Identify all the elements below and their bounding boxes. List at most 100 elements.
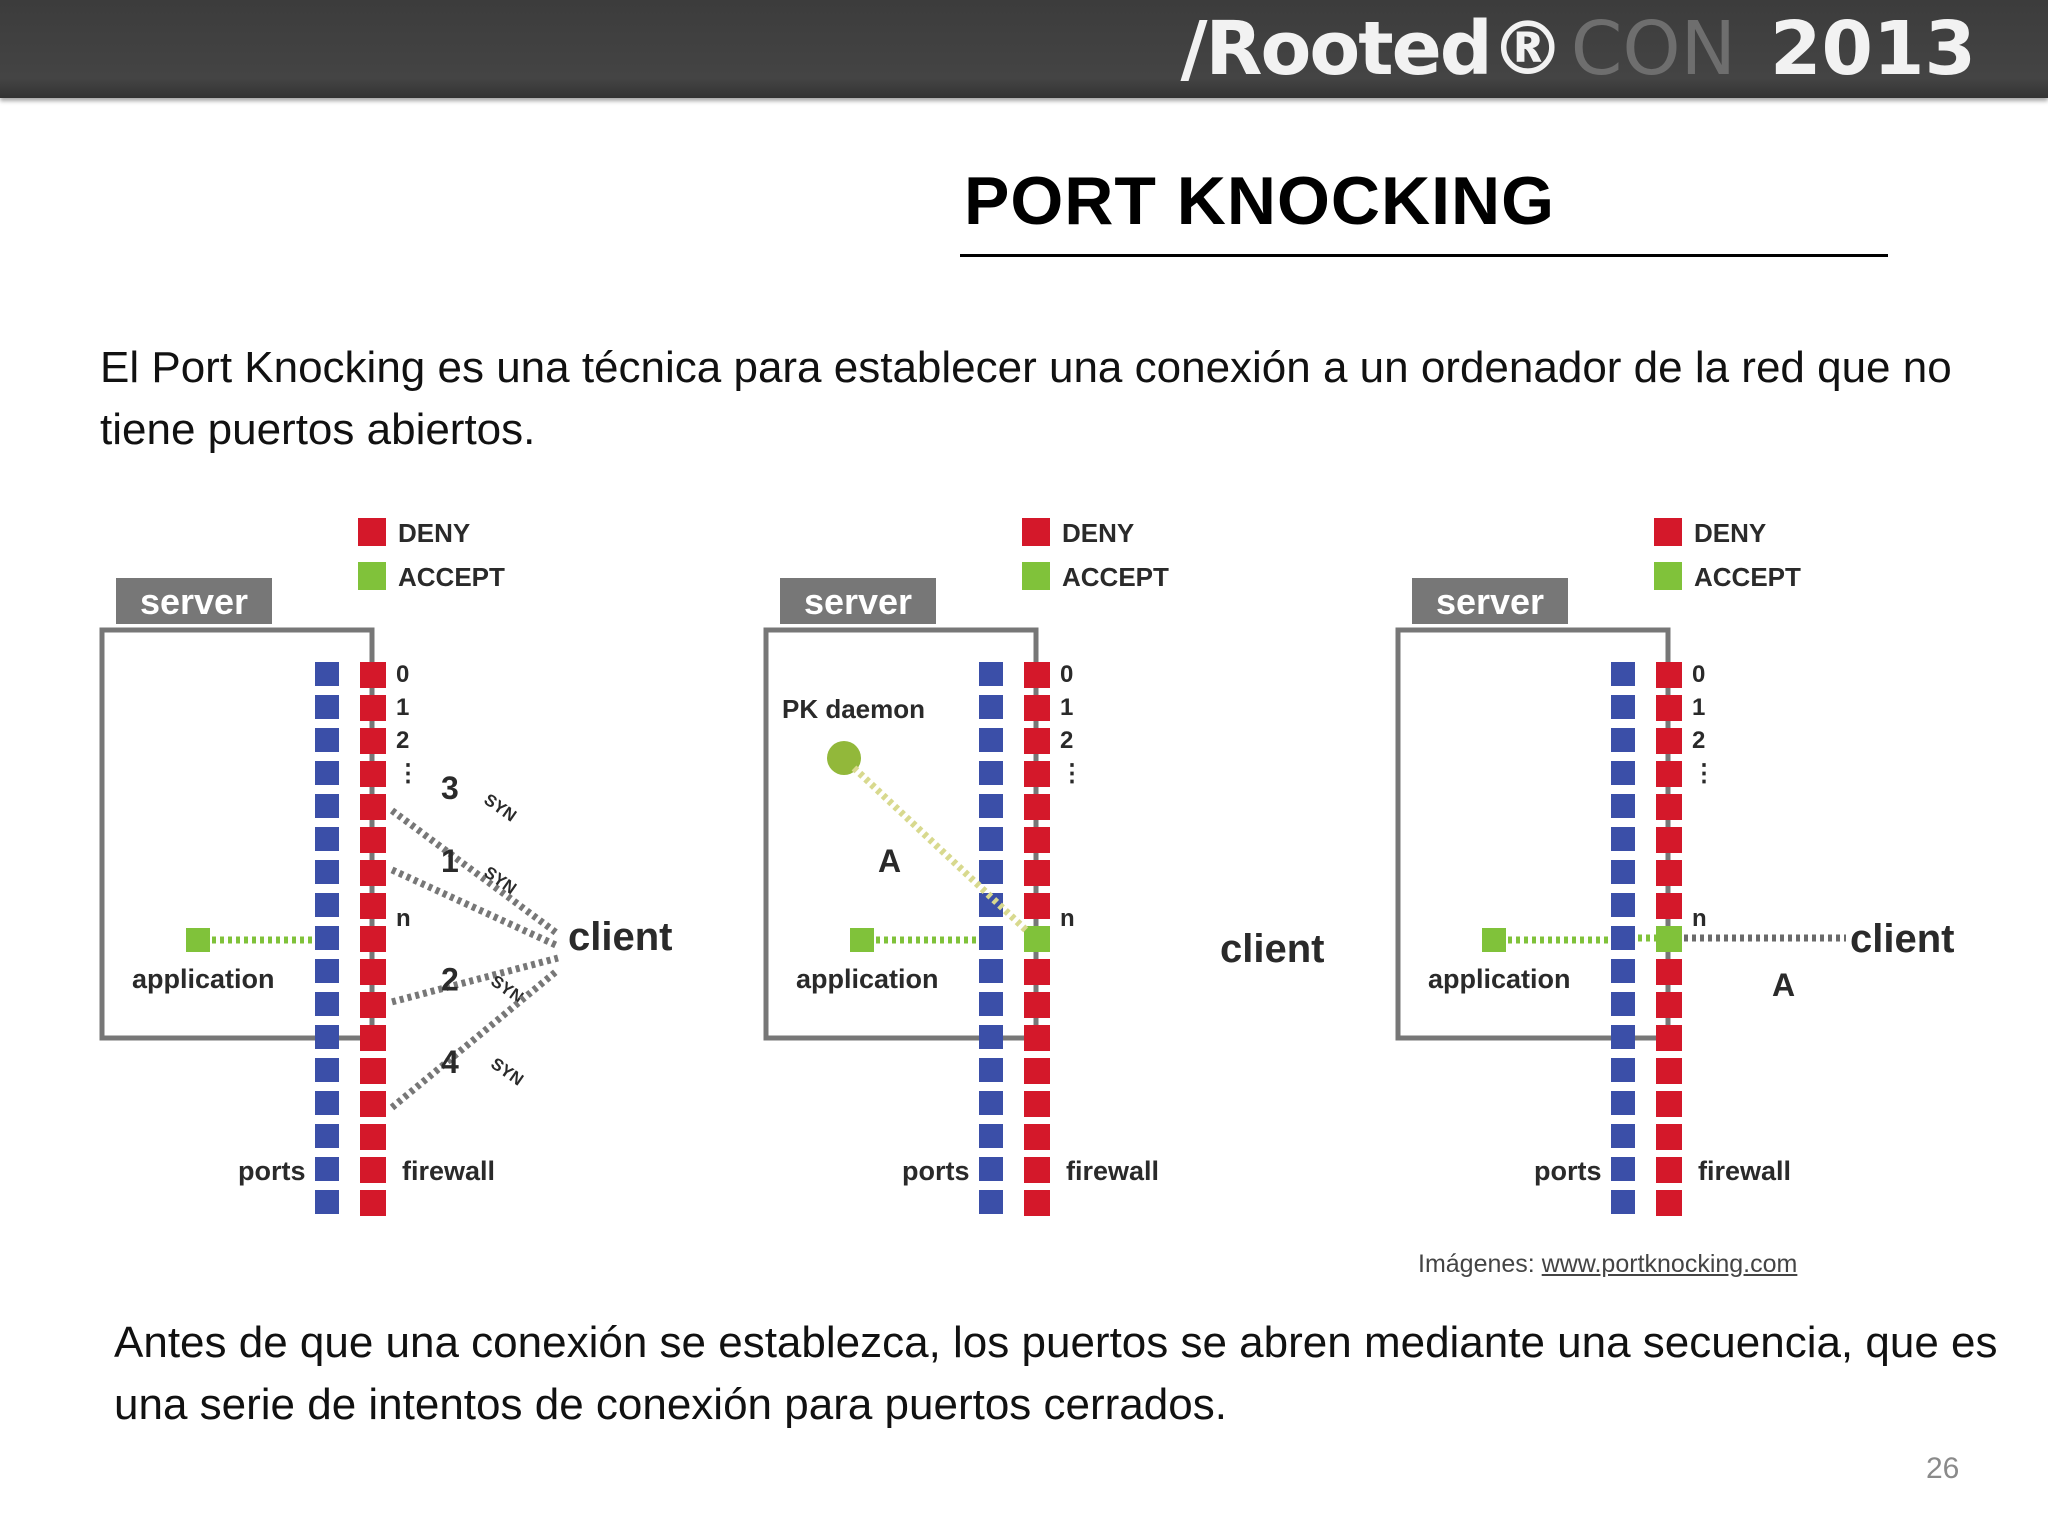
page-number: 26 <box>1926 1452 1960 1485</box>
port-number-0: 0 <box>396 661 409 688</box>
port-square <box>979 761 1003 785</box>
firewall-square <box>1024 860 1050 886</box>
firewall-square <box>1656 761 1682 787</box>
firewall-square <box>1024 827 1050 853</box>
firewall-square <box>1656 1190 1682 1216</box>
port-square <box>979 1058 1003 1082</box>
firewall-square <box>1024 1124 1050 1150</box>
port-square <box>315 959 339 983</box>
port-square <box>979 1157 1003 1181</box>
legend-accept-swatch <box>358 562 386 590</box>
path-a-label: A <box>878 843 901 879</box>
client-label: client <box>1850 917 1954 961</box>
firewall-square <box>360 1091 386 1117</box>
legend-deny-swatch <box>358 518 386 546</box>
port-square <box>315 827 339 851</box>
legend-accept-label: ACCEPT <box>1062 562 1169 592</box>
firewall-square <box>1024 1091 1050 1117</box>
knock-path-3 <box>389 807 561 937</box>
firewall-square <box>360 1124 386 1150</box>
port-number-n: n <box>396 905 411 932</box>
port-square <box>979 827 1003 851</box>
image-credit: Imágenes: www.portknocking.com <box>1418 1250 1797 1279</box>
firewall-square <box>360 959 386 985</box>
server-label: server <box>1436 581 1544 622</box>
port-square <box>979 662 1003 686</box>
legend-accept-swatch <box>1654 562 1682 590</box>
credit-link[interactable]: www.portknocking.com <box>1541 1250 1798 1278</box>
firewall-square <box>360 860 386 886</box>
client-label: client <box>568 915 672 959</box>
port-square <box>979 794 1003 818</box>
knock-number-1: 1 <box>441 843 459 879</box>
port-square <box>315 893 339 917</box>
port-square <box>315 1058 339 1082</box>
port-square <box>315 1157 339 1181</box>
port-square <box>1611 893 1635 917</box>
firewall-square <box>360 1157 386 1183</box>
port-number-ellipsis: ⋮ <box>1692 760 1716 787</box>
legend-deny-swatch <box>1022 518 1050 546</box>
port-square <box>1611 695 1635 719</box>
legend-accept-swatch <box>1022 562 1050 590</box>
application-label: application <box>132 964 275 994</box>
port-square <box>315 728 339 752</box>
firewall-square <box>1024 959 1050 985</box>
legend-deny-label: DENY <box>398 518 470 548</box>
firewall-square <box>1656 992 1682 1018</box>
firewall-square <box>360 926 386 952</box>
firewall-square <box>360 728 386 754</box>
port-square <box>315 1190 339 1214</box>
title-underline <box>960 254 1888 257</box>
port-square <box>1611 794 1635 818</box>
firewall-square <box>360 1058 386 1084</box>
client-label: client <box>1220 927 1324 971</box>
legend-deny-swatch <box>1654 518 1682 546</box>
firewall-square <box>1656 662 1682 688</box>
ports-label: ports <box>1534 1156 1602 1186</box>
slide-title: PORT KNOCKING <box>964 163 1555 239</box>
port-number-n: n <box>1692 905 1707 932</box>
port-square <box>979 1124 1003 1148</box>
syn-label-3: SYN <box>480 790 520 826</box>
application-node <box>850 928 874 952</box>
port-knocking-diagram: server DENY ACCEPT 0 1 2 ⋮ n application ports fir… <box>96 500 1976 1240</box>
port-square <box>979 728 1003 752</box>
intro-paragraph: El Port Knocking es una técnica para est… <box>100 343 1952 454</box>
firewall-square-open <box>1024 926 1050 952</box>
firewall-label: firewall <box>1698 1156 1791 1186</box>
port-square <box>979 860 1003 884</box>
logo-con: CON <box>1570 6 1737 92</box>
firewall-square <box>1656 1058 1682 1084</box>
port-square <box>1611 1025 1635 1049</box>
port-square <box>1611 827 1635 851</box>
port-square <box>979 926 1003 950</box>
port-square <box>1611 761 1635 785</box>
port-square <box>979 695 1003 719</box>
firewall-square-open <box>1656 926 1682 952</box>
knock-path-2 <box>391 954 559 1006</box>
rootedcon-logo: /Rooted® CON 2013 <box>1181 4 1976 94</box>
application-label: application <box>1428 964 1571 994</box>
port-number-0: 0 <box>1060 661 1073 688</box>
firewall-square <box>1656 728 1682 754</box>
firewall-square <box>1656 959 1682 985</box>
ports-label: ports <box>902 1156 970 1186</box>
port-number-n: n <box>1060 905 1075 932</box>
knock-number-2: 2 <box>441 962 459 998</box>
legend-accept-label: ACCEPT <box>1694 562 1801 592</box>
port-number-2: 2 <box>396 727 409 754</box>
port-square <box>315 992 339 1016</box>
firewall-square <box>360 992 386 1018</box>
firewall-square <box>1024 761 1050 787</box>
port-square <box>1611 1124 1635 1148</box>
firewall-square <box>360 1025 386 1051</box>
port-number-ellipsis: ⋮ <box>1060 760 1084 787</box>
port-square <box>315 761 339 785</box>
firewall-square <box>1024 1190 1050 1216</box>
firewall-square <box>1024 992 1050 1018</box>
legend-deny-label: DENY <box>1694 518 1766 548</box>
